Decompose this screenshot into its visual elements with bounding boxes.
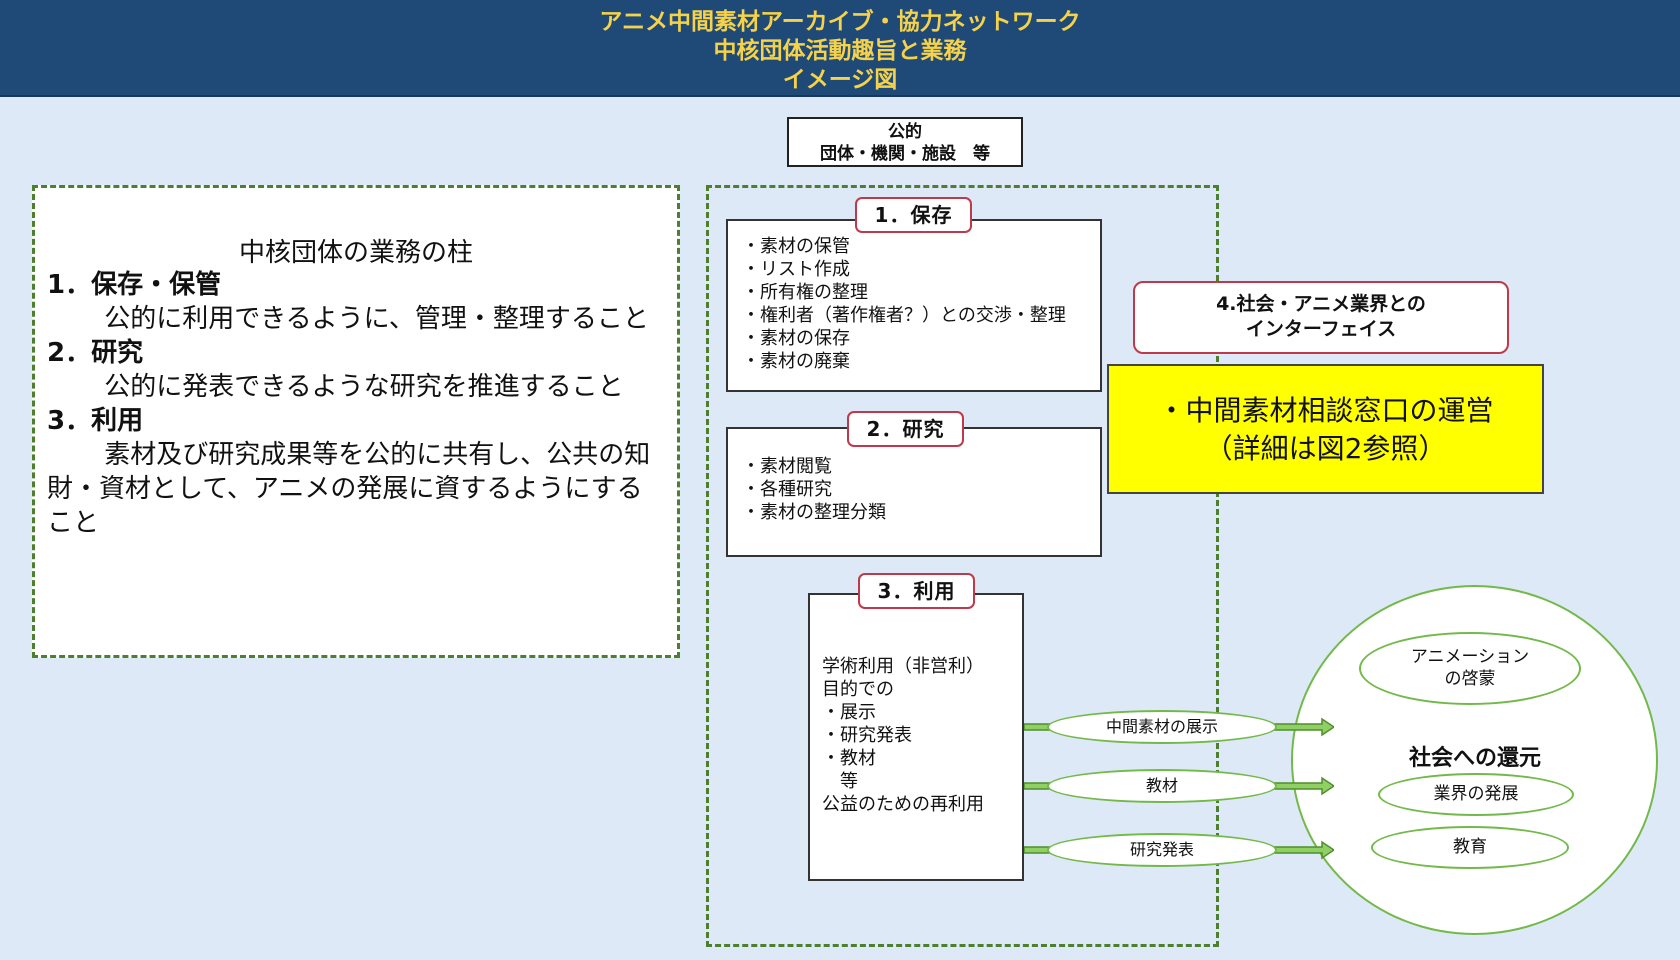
consultation-line2: （詳細は図2参照） [1204, 432, 1447, 465]
public-box-line2: 団体・機関・施設 等 [820, 144, 990, 164]
list-item: 目的での [822, 679, 894, 700]
industry-oval: 業界の発展 [1378, 773, 1574, 816]
usage-box: 学術利用（非営利） 目的での ・展示 ・研究発表 ・教材 等 公益のための再利用 [808, 593, 1024, 881]
interface-box: 4.社会・アニメ業界との インターフェイス [1133, 281, 1509, 354]
preservation-tag: 1．保存 [855, 197, 972, 233]
pillar-body-1: 公的に利用できるように、管理・整理すること [104, 304, 649, 334]
list-item: ・リスト作成 [742, 259, 850, 280]
diagram-header: アニメ中間素材アーカイブ・協力ネットワーク 中核団体活動趣旨と業務 イメージ図 [0, 0, 1680, 97]
flow-label-exhibition: 中間素材の展示 [1047, 710, 1277, 744]
list-item: ・教材 [822, 748, 876, 769]
pillars-panel: 中核団体の業務の柱 1．保存・保管 公的に利用できるように、管理・整理すること … [32, 185, 680, 658]
list-item: ・各種研究 [742, 479, 832, 500]
flow-label-research: 研究発表 [1047, 833, 1277, 867]
header-title: アニメ中間素材アーカイブ・協力ネットワーク [599, 9, 1081, 35]
list-item: 等 [822, 771, 858, 792]
list-item: ・素材の保管 [742, 236, 850, 257]
pillar-body-2: 公的に発表できるような研究を推進すること [104, 372, 624, 402]
list-item: ・素材の廃棄 [742, 351, 850, 372]
list-item: ・権利者（著作権者？）との交渉・整理 [742, 305, 1066, 326]
public-organizations-box: 公的 団体・機関・施設 等 [787, 117, 1023, 167]
enlightenment-oval: アニメーション の啓蒙 [1359, 632, 1581, 705]
education-oval: 教育 [1371, 826, 1569, 869]
list-item: ・研究発表 [822, 725, 912, 746]
interface-line1: 4.社会・アニメ業界との [1216, 293, 1426, 315]
consultation-line1: ・中間素材相談窓口の運営 [1157, 394, 1494, 427]
list-item: 公益のための再利用 [822, 794, 984, 815]
pillar-body-3: 素材及び研究成果等を公的に共有し、公共の知財・資材として、アニメの発展に資するよ… [47, 440, 651, 538]
list-item: ・展示 [822, 702, 876, 723]
list-item: ・素材閲覧 [742, 456, 832, 477]
list-item: 学術利用（非営利） [822, 656, 984, 677]
pillar-heading-1: 1．保存・保管 [47, 270, 222, 300]
consultation-box: ・中間素材相談窓口の運営 （詳細は図2参照） [1107, 364, 1544, 494]
society-title: 社会への還元 [1408, 746, 1541, 771]
operations-panel [706, 185, 1219, 947]
pillars-title: 中核団体の業務の柱 [238, 238, 473, 268]
pillar-heading-2: 2．研究 [47, 338, 144, 368]
public-box-line1: 公的 [888, 122, 922, 142]
list-item: ・素材の整理分類 [742, 502, 886, 523]
flow-label-teaching: 教材 [1047, 769, 1277, 803]
header-subtitle: 中核団体活動趣旨と業務 [713, 38, 967, 64]
pillar-heading-3: 3．利用 [47, 406, 144, 436]
list-item: ・所有権の整理 [742, 282, 868, 303]
preservation-box: ・素材の保管 ・リスト作成 ・所有権の整理 ・権利者（著作権者？）との交渉・整理… [726, 219, 1102, 392]
pillars-list: 1．保存・保管 公的に利用できるように、管理・整理すること 2．研究 公的に発表… [47, 268, 657, 540]
interface-line2: インターフェイス [1245, 318, 1397, 340]
header-caption: イメージ図 [782, 67, 898, 93]
research-tag: 2．研究 [847, 411, 964, 447]
usage-tag: 3．利用 [858, 573, 975, 609]
list-item: ・素材の保存 [742, 328, 850, 349]
